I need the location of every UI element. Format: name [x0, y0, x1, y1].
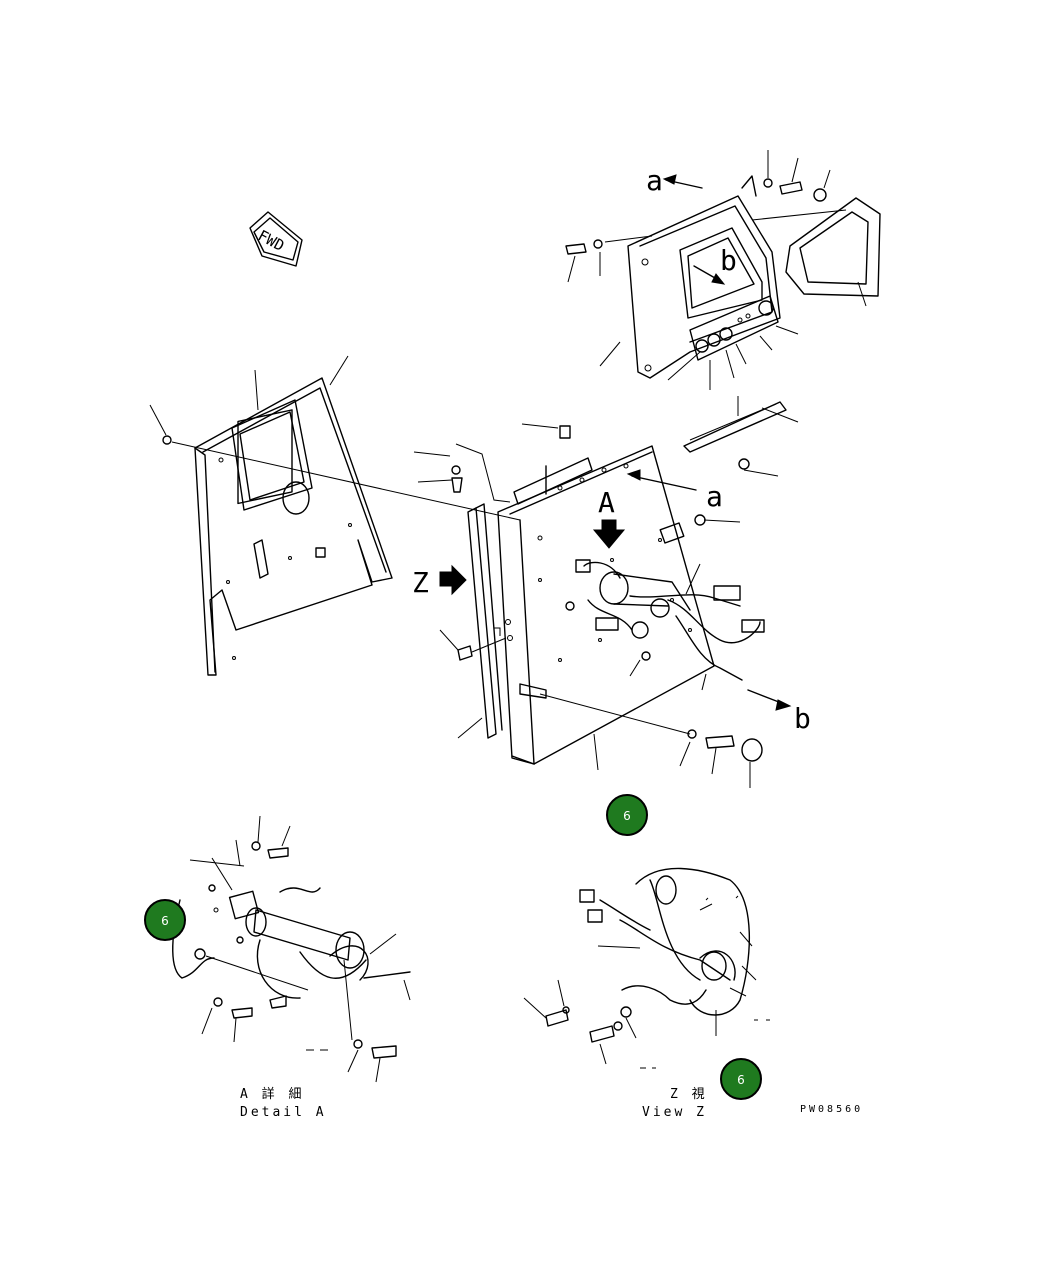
svg-text:6: 6 — [161, 914, 169, 928]
label-view-z: Z — [412, 566, 429, 599]
view-z-sketch — [523, 867, 770, 1069]
label-a-right: a — [706, 480, 723, 513]
caption-detail-a-jp: A 詳 細 — [240, 1086, 304, 1102]
caption-detail-a-en: Detail A — [240, 1105, 327, 1120]
leader-line — [171, 441, 521, 521]
drawing-number: PW08560 — [800, 1104, 863, 1115]
rear-cover-panel — [149, 355, 393, 676]
view-z-arrow — [439, 564, 467, 596]
meter-housing — [565, 150, 881, 390]
fwd-arrow-tag: FWD — [249, 211, 303, 267]
label-a-top: a — [646, 164, 663, 197]
view-a-arrow — [592, 519, 626, 549]
main-dash-panel — [413, 423, 792, 771]
item-badge-main: 6 — [606, 794, 648, 836]
cover-strip — [683, 396, 799, 477]
label-b-lower: b — [794, 702, 811, 735]
caption-view-z-en: View Z — [642, 1105, 707, 1120]
detail-a-sketch — [172, 815, 411, 1083]
caption-view-z-jp: Z 視 — [670, 1087, 708, 1102]
label-view-a: A — [598, 486, 615, 519]
panel-fasteners — [679, 729, 763, 788]
item-badge-view-z: 6 — [720, 1058, 762, 1100]
svg-text:6: 6 — [737, 1073, 745, 1087]
svg-text:6: 6 — [623, 809, 631, 823]
item-badge-detail-a: 6 — [144, 899, 186, 941]
label-b-inner: b — [720, 244, 737, 277]
